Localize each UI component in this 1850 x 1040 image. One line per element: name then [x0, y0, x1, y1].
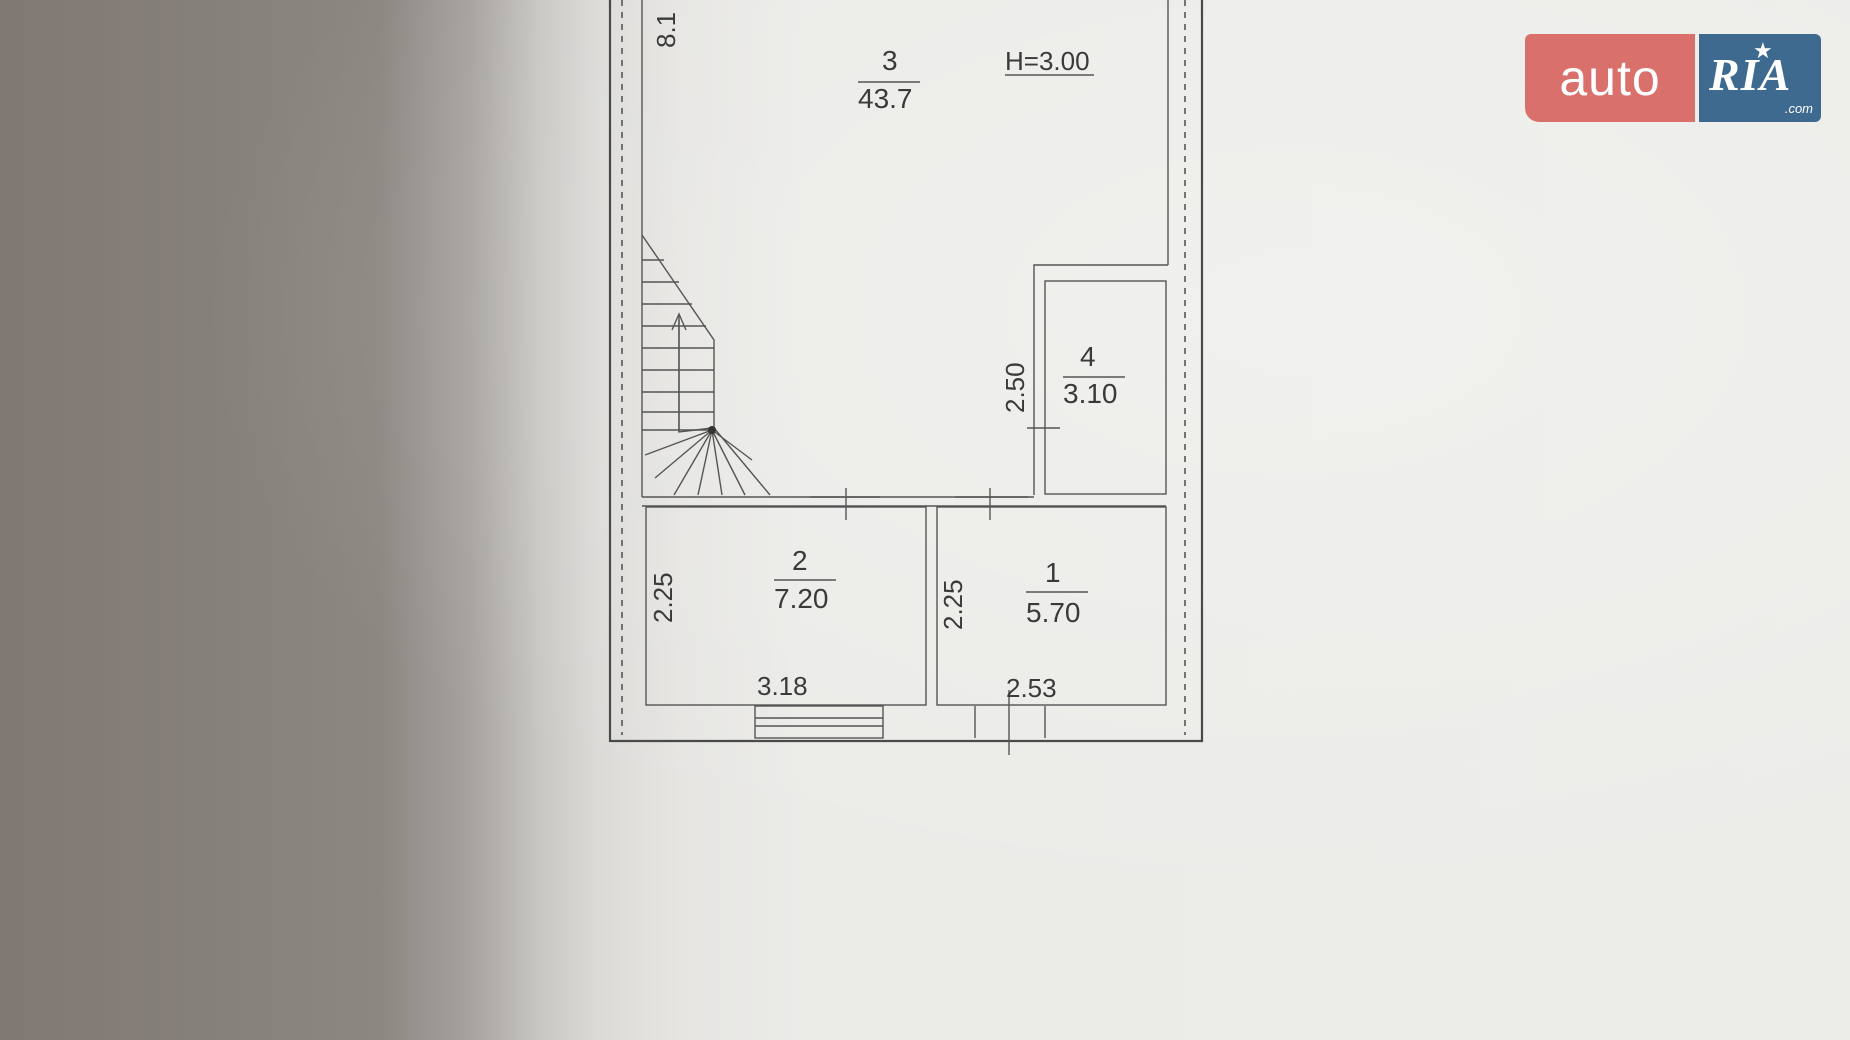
stair-arrow-head [671, 312, 687, 331]
ceiling-height-label: H=3.00 [1005, 46, 1090, 76]
stair-pivot [708, 426, 716, 434]
overall-length-dim: 8.1 [651, 12, 681, 48]
logo-auto-text: auto [1525, 34, 1695, 122]
logo-ria-block: ★ RIA .com [1699, 34, 1821, 122]
closet-room-4 [1044, 280, 1167, 495]
room4-area: 3.10 [1063, 378, 1118, 409]
entrance-step [754, 705, 884, 739]
room3-number: 3 [882, 45, 898, 76]
winder [644, 429, 713, 456]
room3-area: 43.7 [858, 83, 913, 114]
room2-number: 2 [792, 545, 808, 576]
room2-width-dim: 3.18 [757, 671, 808, 701]
star-icon: ★ [1753, 38, 1773, 63]
room-1 [936, 506, 1167, 706]
room-2 [645, 506, 927, 706]
room2-side-dim: 2.25 [648, 572, 678, 623]
autoria-logo: auto ★ RIA .com [1525, 34, 1821, 122]
room4-number: 4 [1080, 341, 1096, 372]
staircase [641, 234, 771, 496]
logo-ria-text: RIA [1709, 49, 1792, 100]
logo-com-text: .com [1784, 101, 1813, 116]
stair-outline [641, 234, 771, 496]
winder [711, 429, 753, 461]
winder [697, 429, 713, 496]
winder [654, 429, 713, 479]
winder [711, 429, 746, 496]
room1-side-dim: 2.25 [938, 579, 968, 630]
stair-inner [678, 320, 713, 433]
closet-height-dim: 2.50 [1000, 362, 1030, 413]
winder [673, 429, 713, 496]
room1-width-dim: 2.53 [1006, 673, 1057, 703]
room2-area: 7.20 [774, 583, 829, 614]
room1-area: 5.70 [1026, 597, 1081, 628]
closet-outer-wall [1033, 264, 1168, 495]
room1-number: 1 [1045, 557, 1061, 588]
outer-wall [608, 0, 1204, 743]
winder [711, 429, 723, 496]
